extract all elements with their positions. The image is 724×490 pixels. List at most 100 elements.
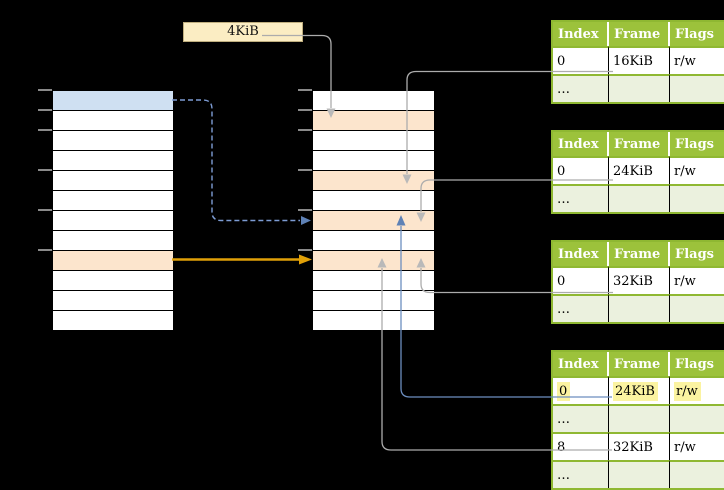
table-row: …	[553, 404, 724, 432]
memory-row	[53, 311, 173, 330]
tick-mark	[298, 249, 312, 251]
table-row: 0 16KiB r/w	[553, 46, 724, 74]
table-row: 0 24KiB r/w	[553, 156, 724, 184]
memory-row	[313, 91, 434, 111]
cell-flags	[670, 74, 724, 102]
cell-index: 0	[553, 266, 609, 294]
column-header-frame: Frame	[609, 352, 670, 376]
cell-index: 0	[553, 376, 609, 404]
cell-index: …	[553, 460, 609, 488]
column-header-index: Index	[553, 132, 609, 156]
tick-mark	[38, 109, 52, 111]
cell-index: …	[553, 294, 609, 322]
highlighted-value: 24KiB	[613, 381, 658, 401]
memory-row	[53, 151, 173, 171]
column-header-index: Index	[553, 22, 609, 46]
table-header-row: Index Frame Flags	[553, 132, 724, 156]
page-table-3: Index Frame Flags 0 32KiB r/w …	[551, 240, 724, 324]
memory-row	[53, 131, 173, 151]
table-row: …	[553, 294, 724, 322]
column-header-frame: Frame	[609, 22, 670, 46]
cell-index: 0	[553, 46, 609, 74]
cell-frame	[609, 184, 670, 212]
table-header-row: Index Frame Flags	[553, 22, 724, 46]
memory-row	[53, 191, 173, 211]
cell-frame: 32KiB	[609, 266, 670, 294]
memory-row	[53, 271, 173, 291]
tick-mark	[38, 129, 52, 131]
memory-row	[313, 231, 434, 251]
tick-mark	[298, 129, 312, 131]
tick-mark	[38, 209, 52, 211]
tick-mark	[298, 209, 312, 211]
cell-frame: 32KiB	[609, 432, 670, 460]
table-row: …	[553, 460, 724, 488]
column-header-flags: Flags	[670, 352, 724, 376]
cell-index: …	[553, 184, 609, 212]
page-table-4: Index Frame Flags 0 24KiB r/w … 8 32KiB …	[551, 350, 724, 490]
cell-frame: 24KiB	[609, 156, 670, 184]
highlighted-value: r/w	[674, 381, 701, 401]
cell-frame: 24KiB	[609, 376, 670, 404]
column-header-flags: Flags	[670, 22, 724, 46]
table-header-row: Index Frame Flags	[553, 242, 724, 266]
column-header-frame: Frame	[609, 242, 670, 266]
memory-row	[53, 291, 173, 311]
table-header-row: Index Frame Flags	[553, 352, 724, 376]
cell-flags	[670, 460, 724, 488]
cell-frame	[609, 74, 670, 102]
table-row: …	[553, 74, 724, 102]
cell-flags: r/w	[670, 156, 724, 184]
cell-flags: r/w	[670, 432, 724, 460]
cell-index: 8	[553, 432, 609, 460]
cell-flags	[670, 294, 724, 322]
table-row: 8 32KiB r/w	[553, 432, 724, 460]
table-row: …	[553, 184, 724, 212]
memory-row	[313, 311, 434, 330]
column-header-index: Index	[553, 352, 609, 376]
table-row-highlighted: 0 24KiB r/w	[553, 376, 724, 404]
memory-row	[53, 91, 173, 111]
memory-row	[313, 211, 434, 231]
memory-row	[313, 191, 434, 211]
memory-row	[53, 171, 173, 191]
physical-memory-column	[312, 90, 435, 331]
memory-row	[53, 231, 173, 251]
cell-frame	[609, 460, 670, 488]
memory-row	[313, 271, 434, 291]
cell-frame: 16KiB	[609, 46, 670, 74]
cell-flags: r/w	[670, 266, 724, 294]
cell-index: …	[553, 404, 609, 432]
cell-index: 0	[553, 156, 609, 184]
column-header-index: Index	[553, 242, 609, 266]
column-header-flags: Flags	[670, 242, 724, 266]
memory-row	[313, 291, 434, 311]
cell-flags	[670, 184, 724, 212]
column-header-flags: Flags	[670, 132, 724, 156]
page-table-1: Index Frame Flags 0 16KiB r/w …	[551, 20, 724, 104]
page-size-box: 4KiB	[183, 22, 303, 42]
virtual-memory-column	[52, 90, 174, 331]
memory-row	[313, 171, 434, 191]
tick-mark	[38, 249, 52, 251]
tick-mark	[38, 169, 52, 171]
arrowhead-right-icon	[299, 254, 312, 265]
cell-flags: r/w	[670, 376, 724, 404]
memory-row	[313, 151, 434, 171]
cell-frame	[609, 294, 670, 322]
table-row: 0 32KiB r/w	[553, 266, 724, 294]
memory-row	[53, 111, 173, 131]
cell-frame	[609, 404, 670, 432]
edge-virtual-to-physical-dashed	[172, 99, 300, 222]
memory-row	[53, 211, 173, 231]
cell-flags: r/w	[670, 46, 724, 74]
cell-index: …	[553, 74, 609, 102]
column-header-frame: Frame	[609, 132, 670, 156]
memory-row	[313, 131, 434, 151]
memory-row	[313, 251, 434, 271]
memory-row	[53, 251, 173, 271]
memory-row	[313, 111, 434, 131]
page-table-2: Index Frame Flags 0 24KiB r/w …	[551, 130, 724, 214]
tick-mark	[38, 89, 52, 91]
tick-mark	[298, 109, 312, 111]
